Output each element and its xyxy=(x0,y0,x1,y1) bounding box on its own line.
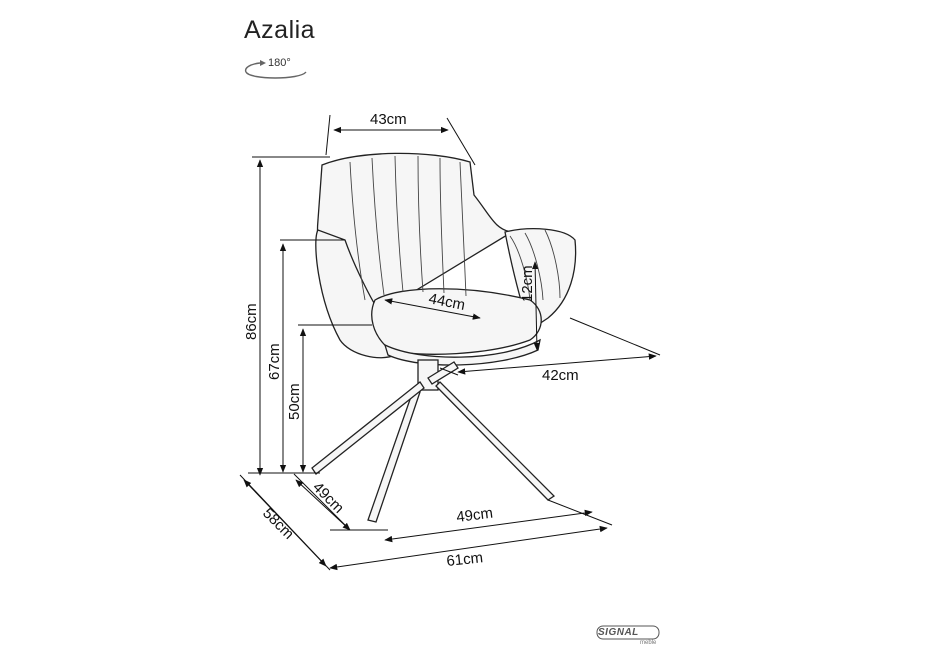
dim-label-44: 44cm xyxy=(427,290,466,314)
dim-label-42: 42cm xyxy=(542,367,579,384)
dim-label-86: 86cm xyxy=(243,303,260,340)
dim-label-49-width: 49cm xyxy=(455,505,493,526)
dim-label-58: 58cm xyxy=(259,505,297,543)
leg-right xyxy=(435,381,556,501)
rotation-label: 180° xyxy=(268,57,291,69)
leg-left xyxy=(311,381,425,475)
backrest-stitching xyxy=(349,155,561,301)
dim-label-50: 50cm xyxy=(286,383,303,420)
dim-line-42 xyxy=(457,353,657,375)
brand-logo xyxy=(596,625,660,640)
dim-line-44 xyxy=(384,298,481,320)
dim-label-67: 67cm xyxy=(266,343,283,380)
dim-label-12: 12cm xyxy=(519,265,536,302)
dim-line-12 xyxy=(531,261,541,351)
rotation-icon xyxy=(244,60,307,79)
dim-label-43: 43cm xyxy=(370,111,407,128)
dimension-lines xyxy=(239,114,661,571)
dim-line-58 xyxy=(243,479,327,567)
dim-label-61: 61cm xyxy=(446,549,484,570)
brand-logo-subtext: meble xyxy=(640,640,657,646)
chair-base xyxy=(311,359,556,523)
brand-logo-text: SIGNAL xyxy=(598,627,639,638)
product-title: Azalia xyxy=(244,16,316,44)
dim-line-61 xyxy=(329,525,608,571)
